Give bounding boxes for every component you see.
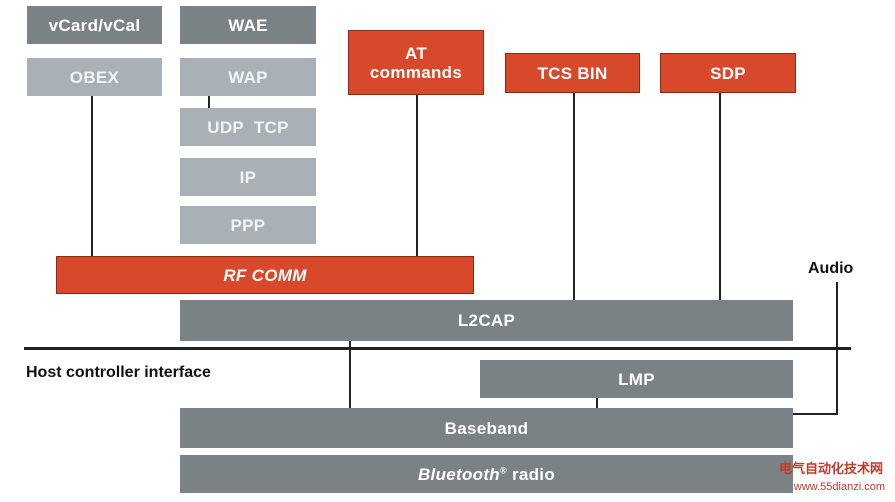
udp-tcp-block: UDP TCP (180, 108, 316, 146)
rfcomm-label: RF COMM (223, 265, 307, 285)
obex-to-rfcomm-line (91, 96, 93, 256)
radio-word: radio (506, 464, 556, 484)
ppp-label: PPP (230, 215, 266, 235)
rfcomm-block: RF COMM (56, 256, 474, 294)
at-commands-label-line1: AT (405, 43, 427, 63)
watermark-url: www.55dianzi.com (793, 481, 885, 493)
sdp-label: SDP (710, 63, 746, 83)
ip-label: IP (239, 167, 257, 187)
lmp-block: LMP (480, 360, 793, 398)
udp-tcp-label: UDP TCP (207, 117, 289, 137)
ppp-block: PPP (180, 206, 316, 244)
wap-to-udp-line (208, 96, 210, 108)
watermark-site-name: 电气自动化技术网 (778, 461, 883, 476)
wap-block: WAP (180, 58, 316, 96)
sdp-to-l2cap-line (719, 93, 721, 300)
wae-label: WAE (228, 15, 268, 35)
tcs-bin-label: TCS BIN (537, 63, 608, 83)
host-controller-interface-line (24, 347, 851, 350)
tcs-to-l2cap-line (573, 93, 575, 300)
ip-block: IP (180, 158, 316, 196)
vcard-vcal-block: vCard/vCal (27, 6, 162, 44)
baseband-block: Baseband (180, 408, 793, 448)
audio-label: Audio (808, 260, 854, 277)
tcs-bin-block: TCS BIN (505, 53, 640, 93)
vcard-vcal-label: vCard/vCal (48, 15, 141, 35)
bluetooth-word: Bluetooth (417, 464, 500, 484)
bluetooth-radio-block: Bluetooth® radio (180, 455, 793, 493)
l2cap-to-baseband-line (349, 341, 351, 408)
wae-block: WAE (180, 6, 316, 44)
at-commands-block: AT commands (348, 30, 484, 95)
audio-to-baseband-line (793, 413, 838, 415)
sdp-block: SDP (660, 53, 796, 93)
obex-block: OBEX (27, 58, 162, 96)
l2cap-label: L2CAP (457, 311, 516, 330)
at-commands-label-line2: commands (369, 62, 463, 82)
host-controller-interface-label: Host controller interface (26, 364, 211, 381)
baseband-label: Baseband (444, 418, 529, 438)
registered-mark: ® (499, 464, 507, 475)
bluetooth-radio-label: Bluetooth® radio (418, 465, 555, 484)
at-to-rfcomm-line (416, 95, 418, 256)
lmp-label: LMP (618, 369, 655, 389)
lmp-to-baseband-line (596, 398, 598, 408)
obex-label: OBEX (69, 67, 120, 87)
wap-label: WAP (228, 67, 268, 87)
l2cap-block: L2CAP (180, 300, 793, 341)
